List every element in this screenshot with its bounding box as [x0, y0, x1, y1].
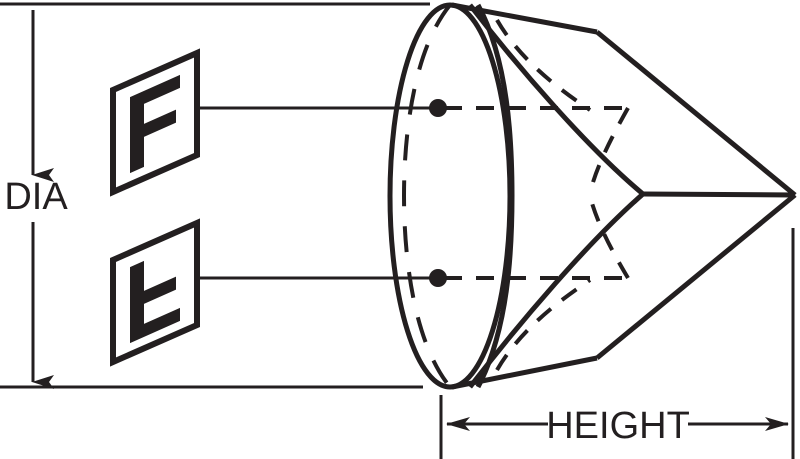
- callout-leaders: [198, 106, 438, 280]
- dia-label: DIA: [4, 176, 68, 218]
- hidden-flute-lower: [588, 195, 630, 280]
- hidden-flute-left-lower: [495, 278, 592, 371]
- hidden-flute-left-upper: [495, 19, 592, 112]
- height-label: HEIGHT: [546, 405, 690, 447]
- upper-f-target-dot: [429, 99, 447, 117]
- hidden-flute-upper: [588, 107, 630, 194]
- flute-curve-upper: [468, 3, 645, 196]
- lower-f-callout: [110, 218, 200, 367]
- upper-f-callout: [110, 48, 200, 197]
- lower-apex-edge: [595, 193, 797, 360]
- flute-curve-lower: [468, 192, 645, 389]
- center-ridge-line: [642, 191, 796, 198]
- cone-solid: [387, 2, 797, 390]
- lower-f-glyph: [130, 260, 180, 344]
- upper-apex-edge: [595, 30, 797, 197]
- upper-f-glyph: [130, 74, 180, 174]
- body-silhouette-arc: [475, 3, 515, 389]
- lower-f-target-dot: [429, 269, 447, 287]
- front-face-ellipse: [387, 2, 513, 390]
- hidden-back-rim: [401, 3, 452, 389]
